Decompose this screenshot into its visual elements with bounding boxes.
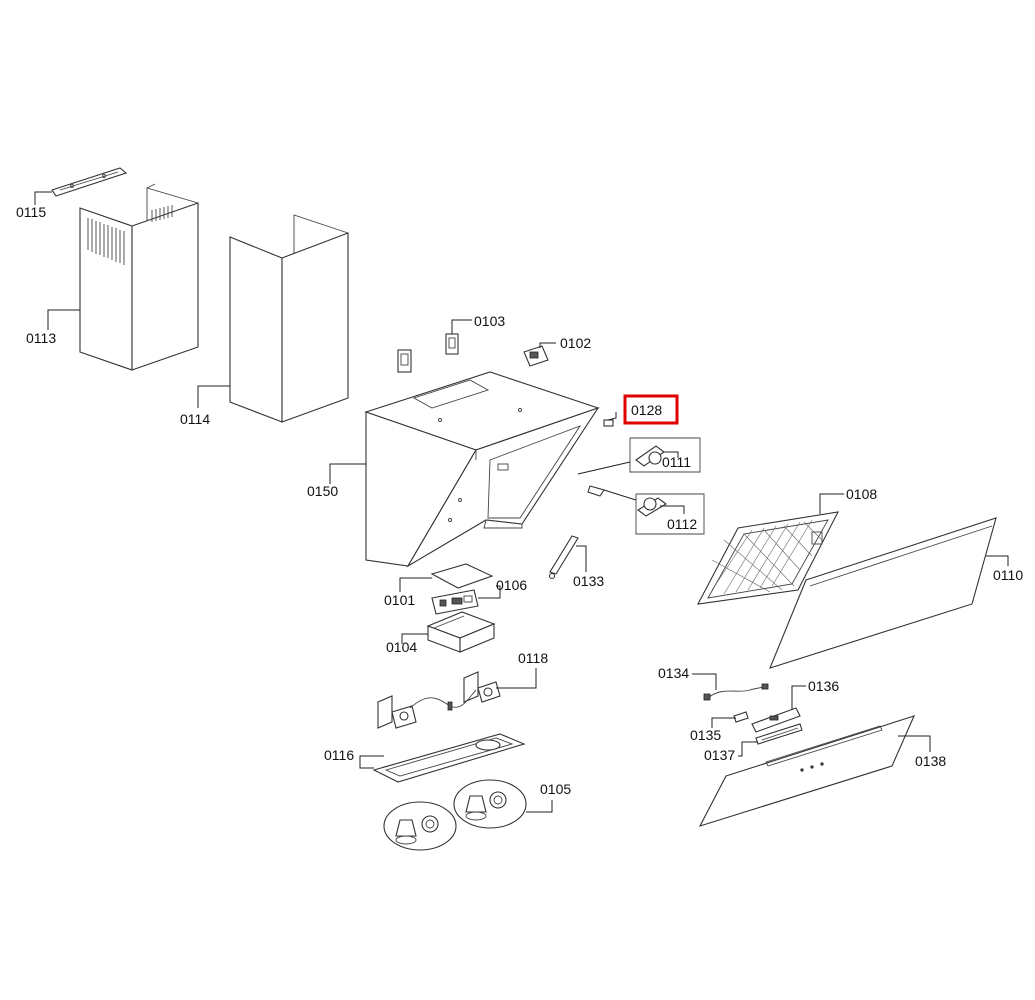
label-0116: 0116: [324, 747, 354, 763]
label-0128: 0128: [631, 402, 662, 418]
label-0108: 0108: [846, 486, 877, 502]
label-0138: 0138: [915, 753, 946, 769]
label-0103: 0103: [474, 313, 505, 329]
part-0108-grease-filter[interactable]: [697, 511, 839, 605]
label-0134: 0134: [658, 665, 689, 681]
part-0113-upper-chimney[interactable]: [79, 183, 199, 371]
label-0105: 0105: [540, 781, 571, 797]
highlight-box-0128: [623, 394, 679, 425]
label-0133: 0133: [573, 573, 604, 589]
part-0110-glass-panel[interactable]: [769, 517, 997, 669]
label-0104: 0104: [386, 639, 417, 655]
part-0103-clip[interactable]: [445, 333, 459, 355]
label-0118: 0118: [518, 650, 548, 666]
part-0111-hinge[interactable]: [635, 445, 665, 467]
part-0106-control-board[interactable]: [431, 589, 479, 615]
part-0128-clip[interactable]: [603, 419, 614, 427]
part-0135-sensor[interactable]: [733, 711, 749, 723]
part-0105-lamps[interactable]: [383, 779, 527, 851]
label-0150: 0150: [307, 483, 338, 499]
part-0136-touch-board[interactable]: [751, 707, 801, 733]
label-0112: 0112: [667, 516, 697, 532]
label-0111: 0111: [662, 454, 691, 470]
part-0102-connector[interactable]: [523, 345, 549, 367]
part-0101-control-board-cover[interactable]: [430, 563, 494, 589]
part-0138-lower-glass-panel[interactable]: [698, 715, 915, 827]
label-0115: 0115: [16, 204, 46, 220]
label-0136: 0136: [808, 678, 839, 694]
part-0118-light-wiring[interactable]: [377, 671, 501, 729]
label-0137: 0137: [704, 747, 735, 763]
label-0110: 0110: [993, 567, 1023, 583]
part-0112-hinge[interactable]: [587, 485, 667, 517]
label-0135: 0135: [690, 727, 721, 743]
part-0150-hood-body[interactable]: [364, 371, 600, 568]
label-0102: 0102: [560, 335, 591, 351]
part-0133-gas-strut[interactable]: [548, 535, 579, 580]
part-0103-clip-mounted[interactable]: [397, 349, 412, 373]
label-0114: 0114: [180, 411, 210, 427]
part-0104-control-box[interactable]: [426, 611, 496, 653]
part-0116-light-frame[interactable]: [372, 733, 526, 783]
part-0114-lower-chimney[interactable]: [229, 214, 349, 423]
part-0134-cable[interactable]: [703, 683, 769, 701]
label-0113: 0113: [26, 330, 56, 346]
label-0101: 0101: [384, 592, 415, 608]
part-0115-chimney-bracket[interactable]: [51, 167, 128, 197]
label-0106: 0106: [496, 577, 527, 593]
